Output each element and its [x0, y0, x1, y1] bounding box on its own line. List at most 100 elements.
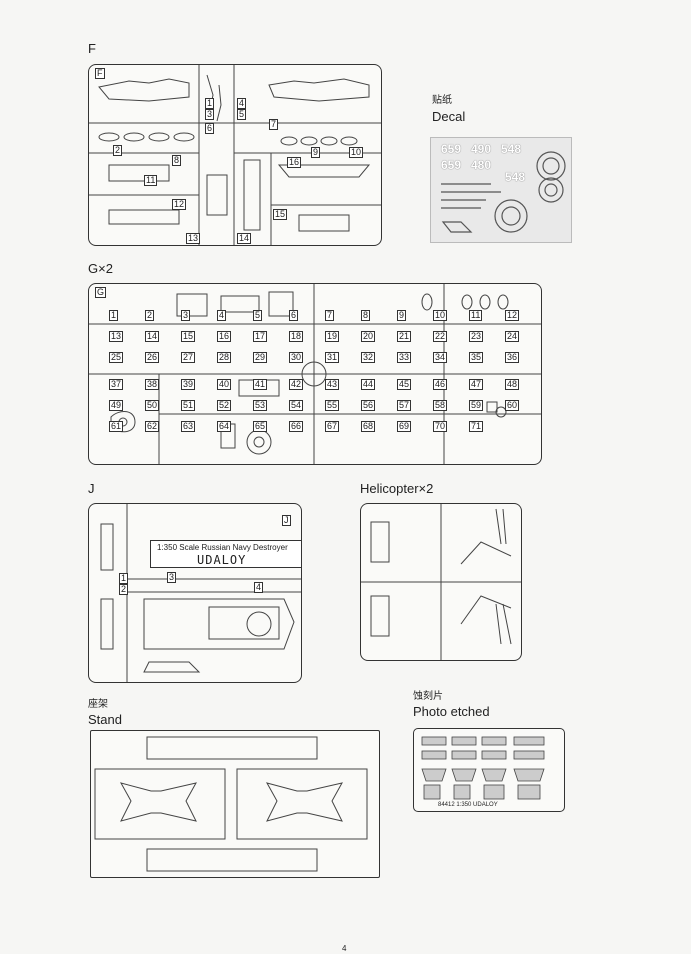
g-part-number: 69 [397, 421, 412, 432]
g-part-number: 60 [505, 400, 520, 411]
photo-etched-fret: 84412 1:350 UDALOY [413, 728, 565, 812]
f-part-number: 2 [113, 145, 123, 156]
decal-title: Decal [432, 109, 466, 124]
g-part-number: 17 [253, 331, 268, 342]
stand-drawing [94, 736, 368, 872]
g-part-number: 30 [289, 352, 304, 363]
g-part-number: 26 [145, 352, 160, 363]
g-part-number: 10 [433, 310, 448, 321]
g-part-number: 50 [145, 400, 160, 411]
photo-etched-title: Photo etched [413, 704, 490, 719]
decal-number: 480 [471, 158, 492, 172]
g-part-number: 65 [253, 421, 268, 432]
g-part-number: 14 [145, 331, 160, 342]
decal-number: 659 [441, 158, 462, 172]
sprue-helicopter [360, 503, 522, 661]
g-part-number: 44 [361, 379, 376, 390]
decal-title-cn: 贴纸 [432, 95, 452, 106]
g-part-number: 43 [325, 379, 340, 390]
page-number: 4 [342, 944, 347, 953]
g-part-number: 45 [397, 379, 412, 390]
g-part-number: 38 [145, 379, 160, 390]
section-j-title: J [88, 481, 95, 496]
g-part-number: 46 [433, 379, 448, 390]
sprue-j: 1:350 Scale Russian Navy Destroyer UDALO… [88, 503, 302, 683]
f-part-number: 10 [349, 147, 364, 158]
f-part-number: 5 [237, 109, 247, 120]
g-part-number: 8 [361, 310, 371, 321]
j-part-number: 4 [254, 582, 264, 593]
f-part-number: 8 [172, 155, 182, 166]
sprue-f: F 1 2 3 4 5 6 7 8 9 10 11 12 13 14 15 16 [88, 64, 382, 246]
g-part-number: 5 [253, 310, 263, 321]
f-part-number: 15 [273, 209, 288, 220]
j-part-number: 1 [119, 573, 129, 584]
sprue-g-corner-label: G [95, 287, 107, 298]
g-part-number: 36 [505, 352, 520, 363]
g-part-number: 11 [469, 310, 483, 321]
g-part-number: 62 [145, 421, 160, 432]
g-part-number: 54 [289, 400, 304, 411]
g-part-number: 71 [469, 421, 484, 432]
f-part-number: 6 [205, 123, 215, 134]
g-part-number: 37 [109, 379, 124, 390]
g-part-number: 33 [397, 352, 412, 363]
f-part-number: 4 [237, 98, 247, 109]
nameplate-line2: UDALOY [197, 553, 247, 567]
g-part-number: 29 [253, 352, 268, 363]
g-part-number: 51 [181, 400, 196, 411]
photo-etched-title-cn: 蚀刻片 [413, 691, 443, 702]
j-part-number: 2 [119, 584, 129, 595]
g-part-number: 27 [181, 352, 196, 363]
g-part-number: 53 [253, 400, 268, 411]
g-part-number: 22 [433, 331, 448, 342]
g-part-number: 68 [361, 421, 376, 432]
g-part-number: 1 [109, 310, 119, 321]
g-part-number: 47 [469, 379, 484, 390]
g-part-number: 56 [361, 400, 376, 411]
g-part-number: 64 [217, 421, 232, 432]
stand-title-cn: 座架 [88, 699, 108, 710]
j-part-number: 3 [167, 572, 177, 583]
nameplate-line1: 1:350 Scale Russian Navy Destroyer [157, 543, 288, 552]
g-part-number: 28 [217, 352, 232, 363]
f-part-number: 3 [205, 109, 215, 120]
section-g-title: G×2 [88, 261, 113, 276]
g-part-number: 41 [253, 379, 268, 390]
g-part-number: 42 [289, 379, 304, 390]
g-part-number: 2 [145, 310, 155, 321]
g-part-number: 16 [217, 331, 232, 342]
decal-sheet: 659 490 548 659 480 548 [430, 137, 572, 243]
g-part-number: 49 [109, 400, 124, 411]
section-helicopter-title: Helicopter×2 [360, 481, 434, 496]
decal-number: 548 [501, 142, 522, 156]
decal-number: 548 [505, 170, 526, 184]
g-part-number: 24 [505, 331, 520, 342]
f-part-number: 11 [144, 175, 158, 186]
nameplate: 1:350 Scale Russian Navy Destroyer UDALO… [150, 540, 302, 568]
g-part-number: 15 [181, 331, 196, 342]
g-part-number: 34 [433, 352, 448, 363]
g-part-number: 12 [505, 310, 520, 321]
g-part-number: 58 [433, 400, 448, 411]
g-part-number: 31 [325, 352, 340, 363]
g-part-number: 48 [505, 379, 520, 390]
g-part-number: 20 [361, 331, 376, 342]
sprue-f-drawing [89, 65, 381, 245]
f-part-number: 9 [311, 147, 321, 158]
g-part-number: 39 [181, 379, 196, 390]
g-part-number: 59 [469, 400, 484, 411]
photo-etched-drawing [421, 736, 545, 800]
g-part-number: 9 [397, 310, 407, 321]
g-part-number: 3 [181, 310, 191, 321]
sprue-helicopter-drawing [361, 504, 521, 660]
stand-title: Stand [88, 712, 122, 727]
f-part-number: 7 [269, 119, 279, 130]
g-part-number: 18 [289, 331, 304, 342]
stand-sprue [90, 730, 380, 878]
g-part-number: 4 [217, 310, 227, 321]
f-part-number: 13 [186, 233, 201, 244]
g-part-number: 6 [289, 310, 299, 321]
g-part-number: 23 [469, 331, 484, 342]
